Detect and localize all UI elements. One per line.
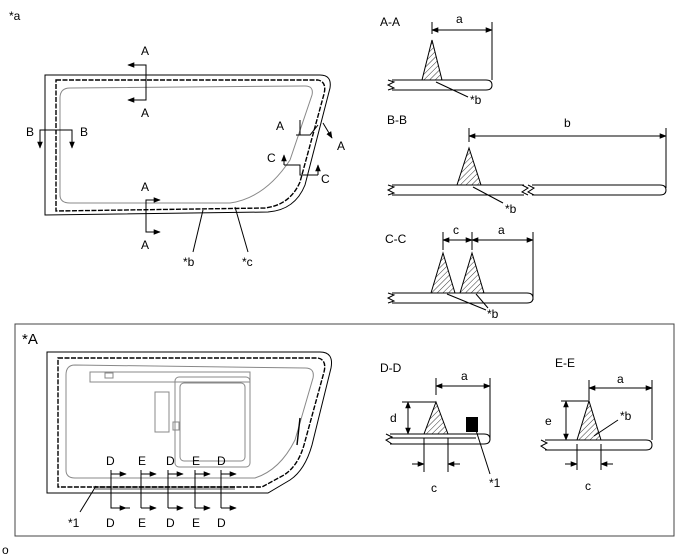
de-section-markers: D E D E D D E D E D: [106, 454, 237, 530]
svg-text:*b: *b: [470, 93, 482, 107]
svg-text:c: c: [431, 481, 437, 495]
svg-text:C: C: [321, 172, 330, 186]
bead-triangle: [459, 251, 485, 294]
svg-text:*b: *b: [505, 202, 517, 216]
svg-text:D: D: [106, 516, 115, 530]
svg-text:a: a: [456, 12, 463, 26]
section-cc: C-C c a *b: [385, 223, 534, 321]
detail-panel-view: [46, 351, 332, 513]
section-b-marker: B B: [26, 125, 88, 149]
svg-text:A: A: [276, 119, 284, 133]
svg-text:D: D: [217, 516, 226, 530]
svg-text:A: A: [141, 238, 149, 252]
seal-bead-line: [55, 79, 326, 212]
bead-triangle: [430, 251, 456, 294]
svg-text:c: c: [453, 223, 459, 237]
svg-text:e: e: [545, 414, 552, 428]
section-bb: B-B b *b: [386, 113, 667, 216]
svg-text:a: a: [498, 223, 505, 237]
section-a-marker-top: A A: [127, 44, 149, 120]
svg-text:A: A: [141, 106, 149, 120]
section-c-marker: C C: [267, 151, 330, 186]
svg-text:E: E: [138, 454, 146, 468]
svg-text:B-B: B-B: [387, 113, 407, 127]
svg-text:E: E: [192, 454, 200, 468]
svg-text:D: D: [166, 516, 175, 530]
svg-text:A: A: [337, 139, 345, 153]
svg-text:A: A: [141, 180, 149, 194]
svg-text:D: D: [166, 454, 175, 468]
callout-b: *b: [183, 255, 195, 269]
svg-text:E: E: [138, 516, 146, 530]
main-panel-view: [44, 74, 331, 216]
detail-ref-label: *A: [22, 331, 38, 348]
svg-text:d: d: [390, 411, 397, 425]
svg-text:*1: *1: [489, 476, 501, 490]
svg-text:B: B: [80, 125, 88, 139]
main-ref-label: *a: [9, 9, 21, 23]
svg-text:a: a: [461, 369, 468, 383]
svg-text:A: A: [141, 44, 149, 58]
svg-text:D-D: D-D: [380, 361, 402, 375]
section-dd: D-D a d c *1: [380, 361, 501, 495]
bead-triangle: [421, 39, 443, 81]
svg-text:*b: *b: [620, 409, 632, 423]
section-ee: E-E a e c *b: [540, 356, 653, 493]
bead-triangle: [423, 400, 449, 435]
svg-text:b: b: [564, 116, 571, 130]
svg-text:D: D: [106, 454, 115, 468]
svg-text:D: D: [217, 454, 226, 468]
svg-text:B: B: [26, 125, 34, 139]
svg-text:C: C: [267, 151, 276, 165]
svg-text:A-A: A-A: [380, 15, 400, 29]
svg-text:*b: *b: [487, 307, 499, 321]
section-a-marker-right: A A: [276, 119, 345, 153]
callout-c: *c: [242, 255, 253, 269]
section-a-marker-bottom: A A: [141, 180, 161, 252]
callout-1-detail: *1: [68, 516, 80, 530]
detail-box: [14, 323, 675, 537]
footer-code: o: [2, 543, 9, 557]
svg-text:C-C: C-C: [385, 232, 407, 246]
svg-text:E-E: E-E: [555, 356, 575, 370]
section-aa: A-A a *b: [380, 12, 493, 107]
bead-triangle: [456, 146, 482, 186]
svg-text:c: c: [585, 479, 591, 493]
svg-text:a: a: [617, 372, 624, 386]
svg-text:E: E: [192, 516, 200, 530]
